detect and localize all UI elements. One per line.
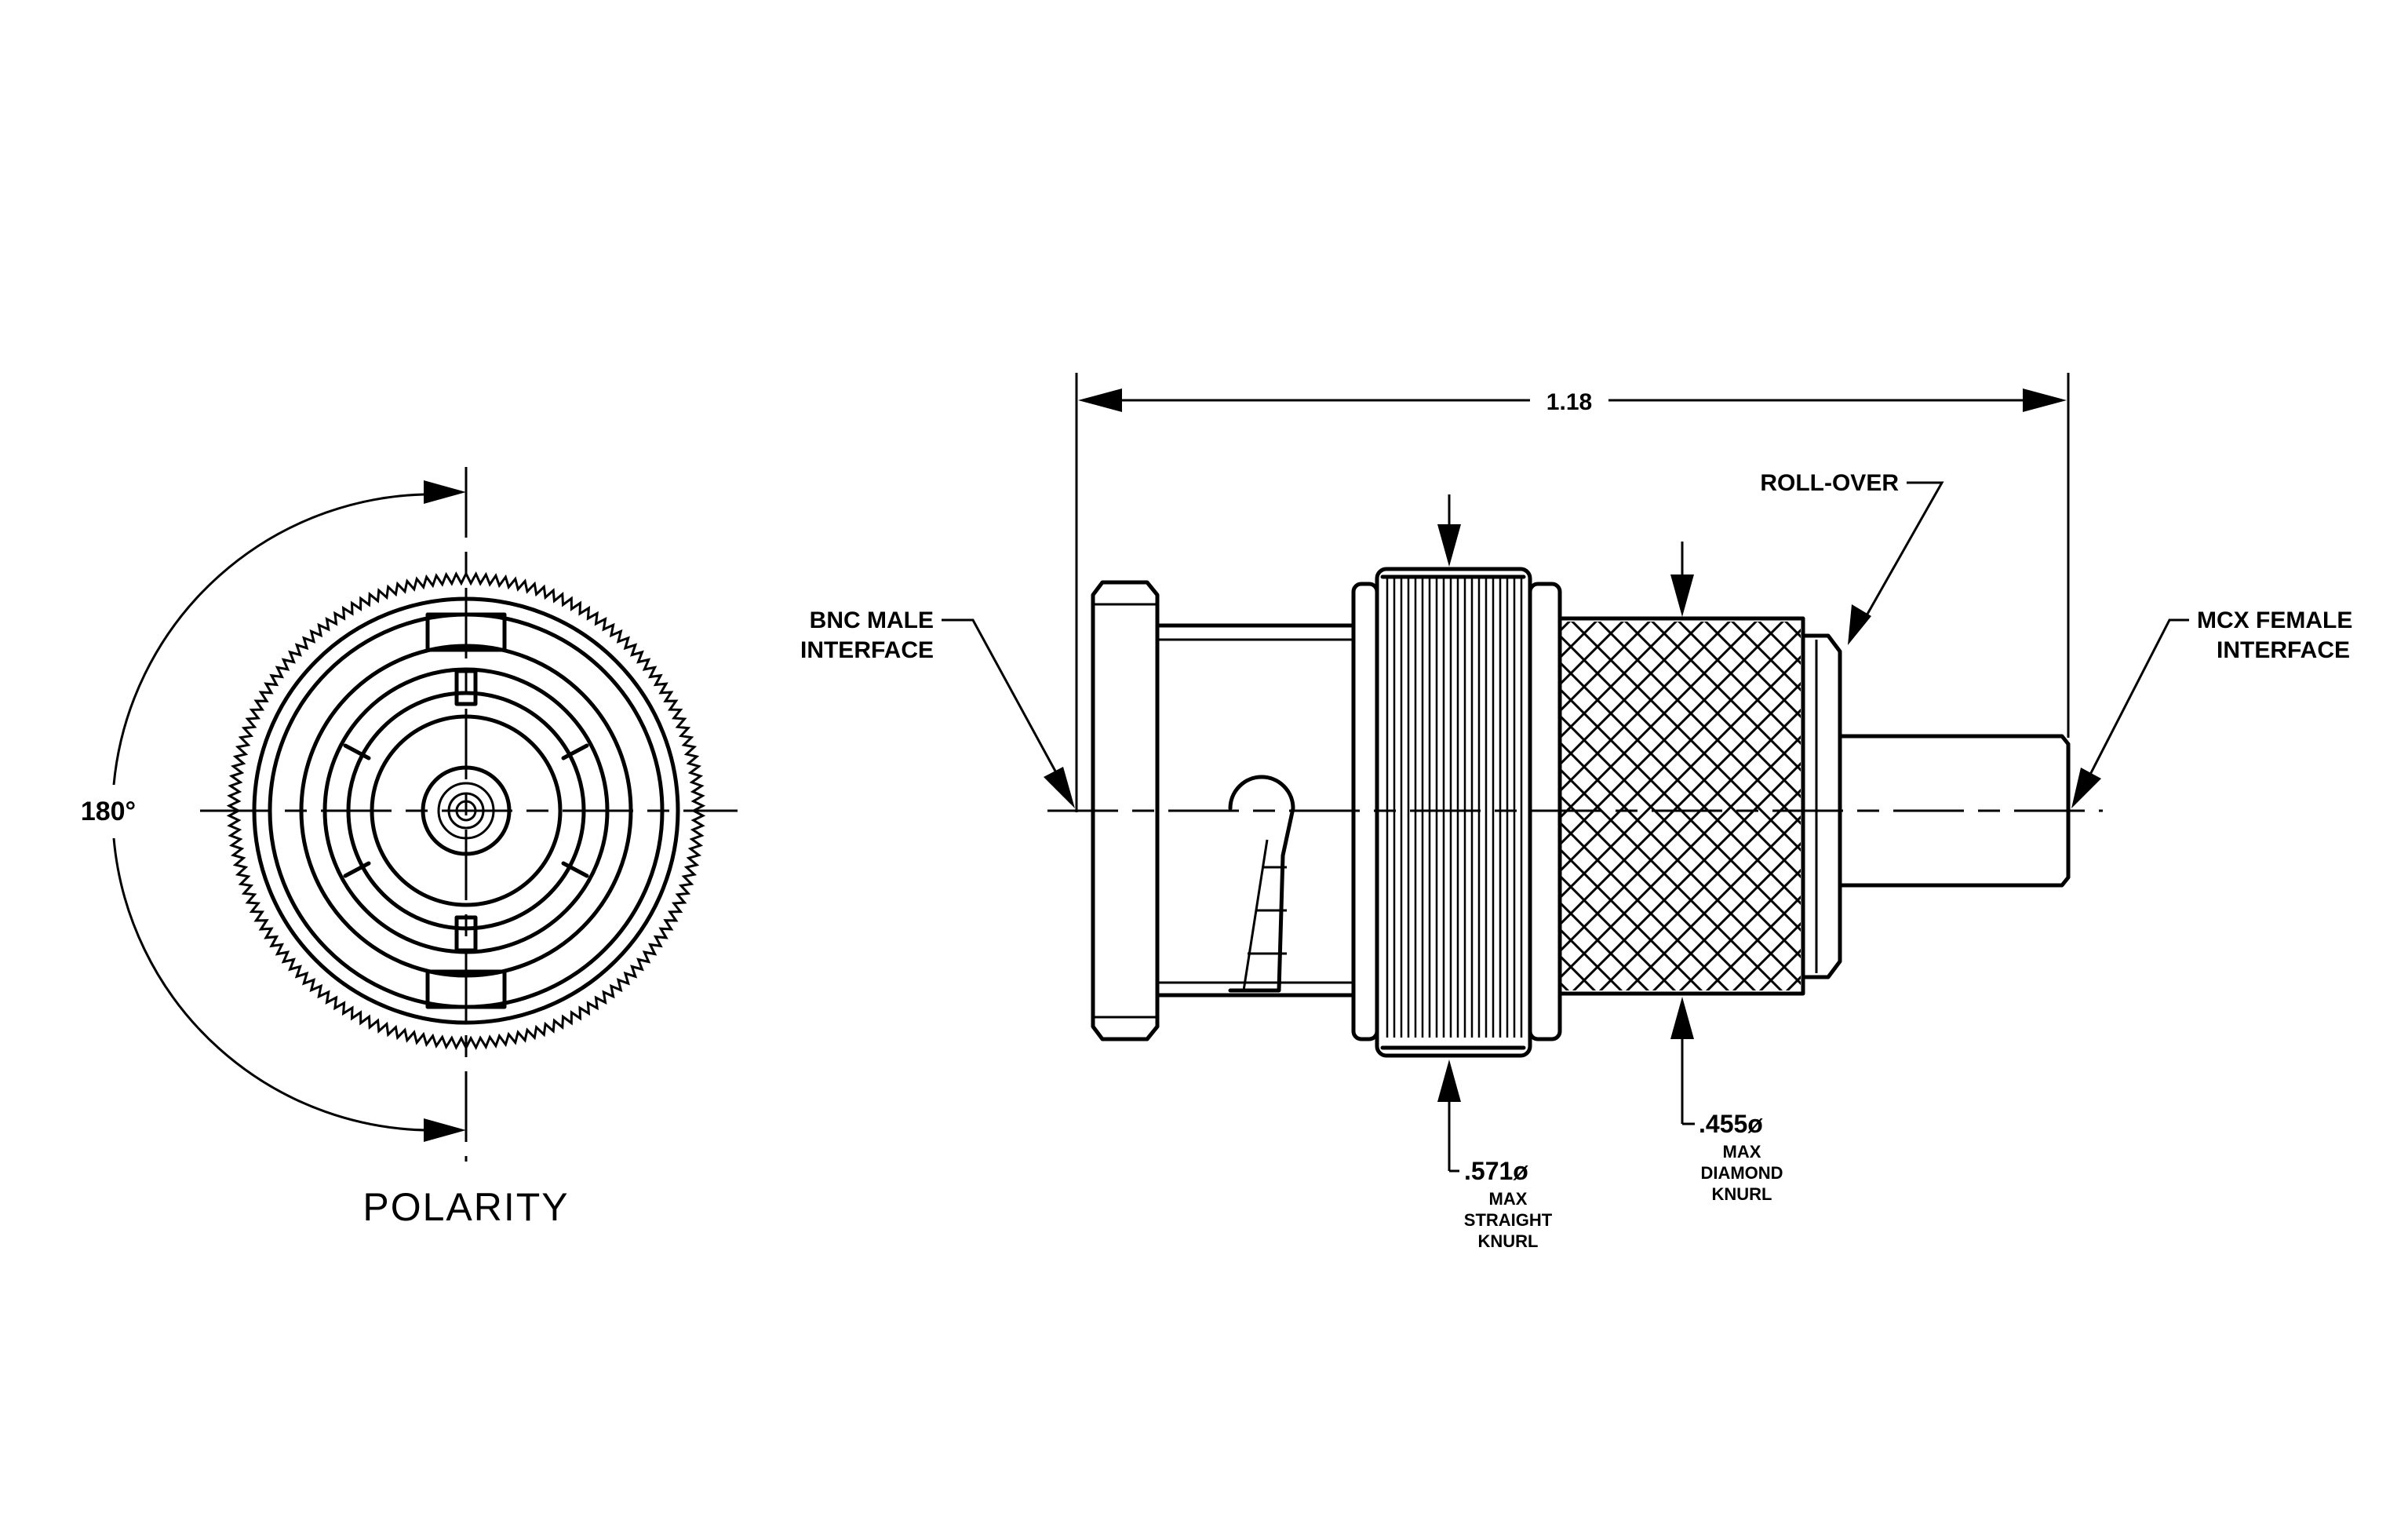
knurl-line — [1625, 815, 1801, 990]
knurl-line — [1561, 622, 1625, 685]
knurl-line — [1758, 948, 1801, 990]
knurl-line — [1561, 681, 1801, 925]
knurl-line — [2156, 618, 2408, 995]
knurl-line — [1623, 622, 1801, 799]
diamond-knurl-l1: MAX — [1723, 1142, 1761, 1162]
knurl-line — [1678, 868, 1801, 990]
knurl-line — [1732, 921, 1801, 990]
knurl-line — [1561, 622, 1652, 712]
knurl-line — [1889, 618, 2266, 995]
knurl-line — [1561, 928, 1623, 990]
angle-arc-top — [112, 493, 440, 786]
knurl-line — [2023, 618, 2399, 995]
connector-side-view: 1.18 BNC MALE INTERFA — [800, 373, 2408, 1251]
knurl-line — [1561, 822, 1730, 990]
knurl-line — [1996, 618, 2373, 995]
knurl-line — [1705, 895, 1801, 990]
knurl-line — [1836, 618, 2213, 995]
knurl-line — [1561, 622, 1705, 765]
knurl-line — [1996, 618, 2373, 995]
diamond-knurl-texture — [1169, 618, 2408, 995]
knurl-line — [1650, 622, 1801, 772]
knurl-line — [1677, 622, 1801, 746]
knurl-line — [2129, 618, 2408, 995]
diamond-knurl-l2: DIAMOND — [1700, 1163, 1783, 1183]
bnc-flange — [1091, 580, 1160, 1041]
knurl-line — [1730, 622, 1801, 692]
knurl-line — [1652, 841, 1801, 990]
knurl-line — [1916, 618, 2293, 995]
knurl-line — [1561, 622, 1678, 739]
overall-length-dim: 1.18 — [1546, 389, 1592, 415]
knurl-line — [1969, 618, 2346, 995]
knurl-line — [2183, 618, 2408, 995]
knurl-line — [2023, 618, 2399, 995]
diamond-knurl-l3: KNURL — [1712, 1184, 1772, 1204]
knurl-line — [1943, 618, 2319, 995]
mcx-label-line2: INTERFACE — [2217, 637, 2350, 663]
knurl-line — [1809, 618, 2186, 995]
straight-knurl-l1: MAX — [1489, 1189, 1528, 1209]
knurl-line — [1703, 622, 1801, 719]
knurl-line — [1561, 902, 1650, 990]
knurl-line — [2076, 618, 2408, 995]
knurl-line — [1863, 618, 2239, 995]
angle-label: 180° — [81, 797, 136, 826]
polarity-end-view: 180° POLARITY — [81, 467, 738, 1229]
knurl-line — [1561, 875, 1677, 990]
knurl-line — [1561, 622, 1785, 845]
straight-knurl-texture — [1386, 577, 1523, 1038]
knurl-line — [1561, 622, 1732, 792]
knurl-line — [1809, 618, 2186, 995]
knurl-line — [2183, 618, 2408, 995]
knurl-line — [1561, 708, 1801, 952]
knurl-line — [1757, 622, 1801, 666]
bnc-label-line1: BNC MALE — [810, 607, 934, 633]
polarity-title: POLARITY — [362, 1185, 569, 1229]
roll-over-ring — [1801, 633, 1842, 979]
knurl-line — [1561, 622, 1758, 819]
straight-knurl-l3: KNURL — [1478, 1231, 1539, 1251]
diamond-knurl-dim: .455ø — [1699, 1110, 1763, 1138]
mcx-label-line1: MCX FEMALE — [2197, 607, 2352, 633]
bayonet-slot — [1228, 775, 1295, 993]
knurl-line — [1169, 618, 1546, 995]
knurl-line — [1561, 848, 1703, 990]
knurl-line — [2076, 618, 2408, 995]
knurl-line — [2049, 618, 2408, 995]
angle-arc-bottom — [112, 837, 440, 1132]
bnc-label-line2: INTERFACE — [800, 637, 934, 663]
knurl-line — [1598, 788, 1801, 990]
knurl-line — [2129, 618, 2408, 995]
knurl-line — [2049, 618, 2408, 995]
knurl-line — [1561, 628, 1801, 872]
knurl-line — [1863, 618, 2239, 995]
knurl-line — [1836, 618, 2213, 995]
straight-knurl-dim: .571ø — [1464, 1157, 1528, 1185]
knurl-line — [1169, 618, 1546, 995]
knurl-line — [1572, 761, 1801, 990]
knurl-line — [1969, 618, 2346, 995]
knurl-line — [2103, 618, 2408, 995]
knurl-line — [1561, 735, 1801, 979]
knurl-line — [1943, 618, 2319, 995]
roll-over-label: ROLL-OVER — [1760, 470, 1899, 496]
knurl-line — [1889, 618, 2266, 995]
knurl-line — [2103, 618, 2408, 995]
straight-knurl-l2: STRAIGHT — [1464, 1210, 1553, 1230]
knurl-line — [1916, 618, 2293, 995]
knurl-line — [1561, 655, 1801, 899]
knurl-line — [2156, 618, 2408, 995]
